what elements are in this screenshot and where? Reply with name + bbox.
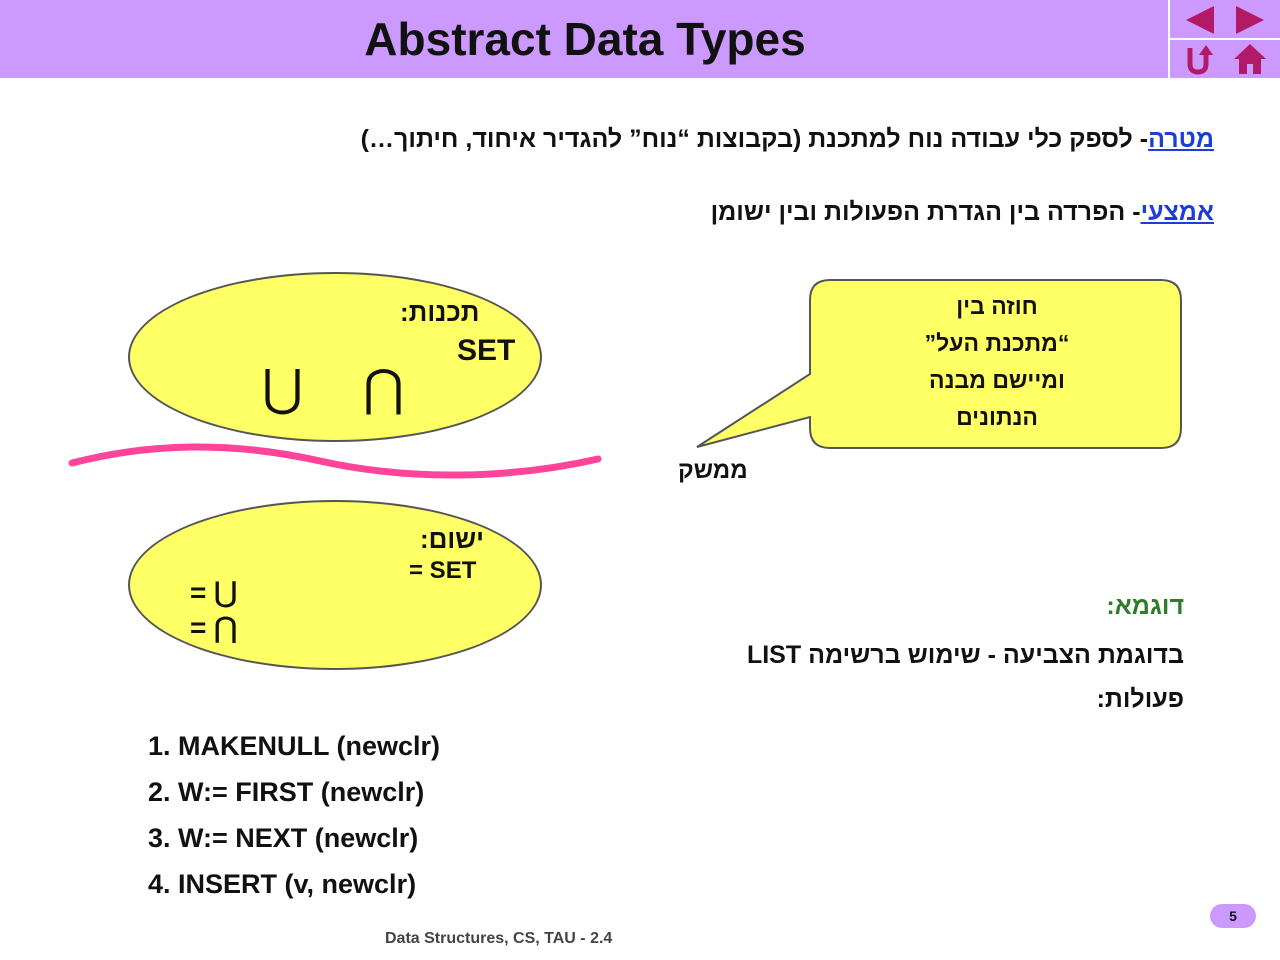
callout-line: ומיישם מבנה — [929, 367, 1065, 393]
means-text: הפרדה בין הגדרת הפעולות ובין ישומן — [710, 198, 1126, 226]
implementation-heading: ישום: — [420, 524, 485, 554]
slide-title: Abstract Data Types — [364, 13, 806, 65]
implementation-union-row: = ⋃ — [190, 577, 238, 608]
intersection-icon: ⋂ — [363, 360, 405, 416]
callout-line: “מתכנת העל” — [924, 330, 1070, 356]
operation-item: 2. W:= FIRST (newclr) — [148, 777, 425, 807]
triangle-left-icon — [1186, 6, 1214, 34]
callout-line: הנתונים — [956, 404, 1038, 430]
return-button[interactable] — [1178, 42, 1218, 76]
means-dash: - — [1125, 198, 1141, 226]
implementation-ellipse — [128, 500, 542, 670]
design-ellipse — [128, 272, 542, 442]
interface-label: ממשק — [678, 457, 748, 484]
interface-wave — [68, 443, 602, 479]
union-icon: ⋃ — [262, 360, 304, 416]
home-icon — [1234, 44, 1266, 74]
goal-dash: - — [1132, 125, 1149, 153]
operation-item: 3. W:= NEXT (newclr) — [148, 823, 419, 853]
callout-line: חוזה בין — [956, 293, 1038, 319]
triangle-right-icon — [1236, 6, 1264, 34]
title-bar — [0, 0, 1280, 78]
means-line: אמצעי- הפרדה בין הגדרת הפעולות ובין ישומ… — [711, 198, 1214, 227]
example-line: בדוגמת הצביעה - שימוש ברשימה LIST — [746, 641, 1184, 669]
means-link[interactable]: אמצעי — [1140, 198, 1214, 226]
goal-text: לספק כלי עבודה נוח למתכנת (בקבוצות “נוח”… — [360, 125, 1133, 153]
goal-line: מטרה- לספק כלי עבודה נוח למתכנת (בקבוצות… — [361, 125, 1214, 154]
prev-slide-button[interactable] — [1180, 3, 1220, 37]
return-arrow-icon — [1187, 45, 1213, 75]
contract-callout — [696, 279, 1182, 449]
next-slide-button[interactable] — [1230, 3, 1270, 37]
goal-link[interactable]: מטרה — [1148, 125, 1214, 153]
implementation-intersection-row: = ⋂ — [190, 612, 238, 643]
operations-list: 1. MAKENULL (newclr) 2. W:= FIRST (newcl… — [148, 726, 440, 910]
callout-text: חוזה בין “מתכנת העל” ומיישם מבנה הנתונים — [812, 288, 1182, 436]
design-set-label: SET — [457, 334, 516, 367]
implementation-set-label: = SET — [409, 557, 477, 584]
page-number-badge: 5 — [1210, 904, 1256, 928]
example-heading: דוגמא: — [1106, 592, 1184, 620]
footer-text: Data Structures, CS, TAU - 2.4 — [385, 930, 613, 947]
operation-item: 1. MAKENULL (newclr) — [148, 731, 441, 761]
operation-item: 4. INSERT (v, newclr) — [148, 869, 417, 899]
design-heading: תכנות: — [400, 297, 480, 327]
home-button[interactable] — [1230, 42, 1270, 76]
nav-divider — [1168, 38, 1280, 40]
operations-heading: פעולות: — [1096, 685, 1184, 713]
